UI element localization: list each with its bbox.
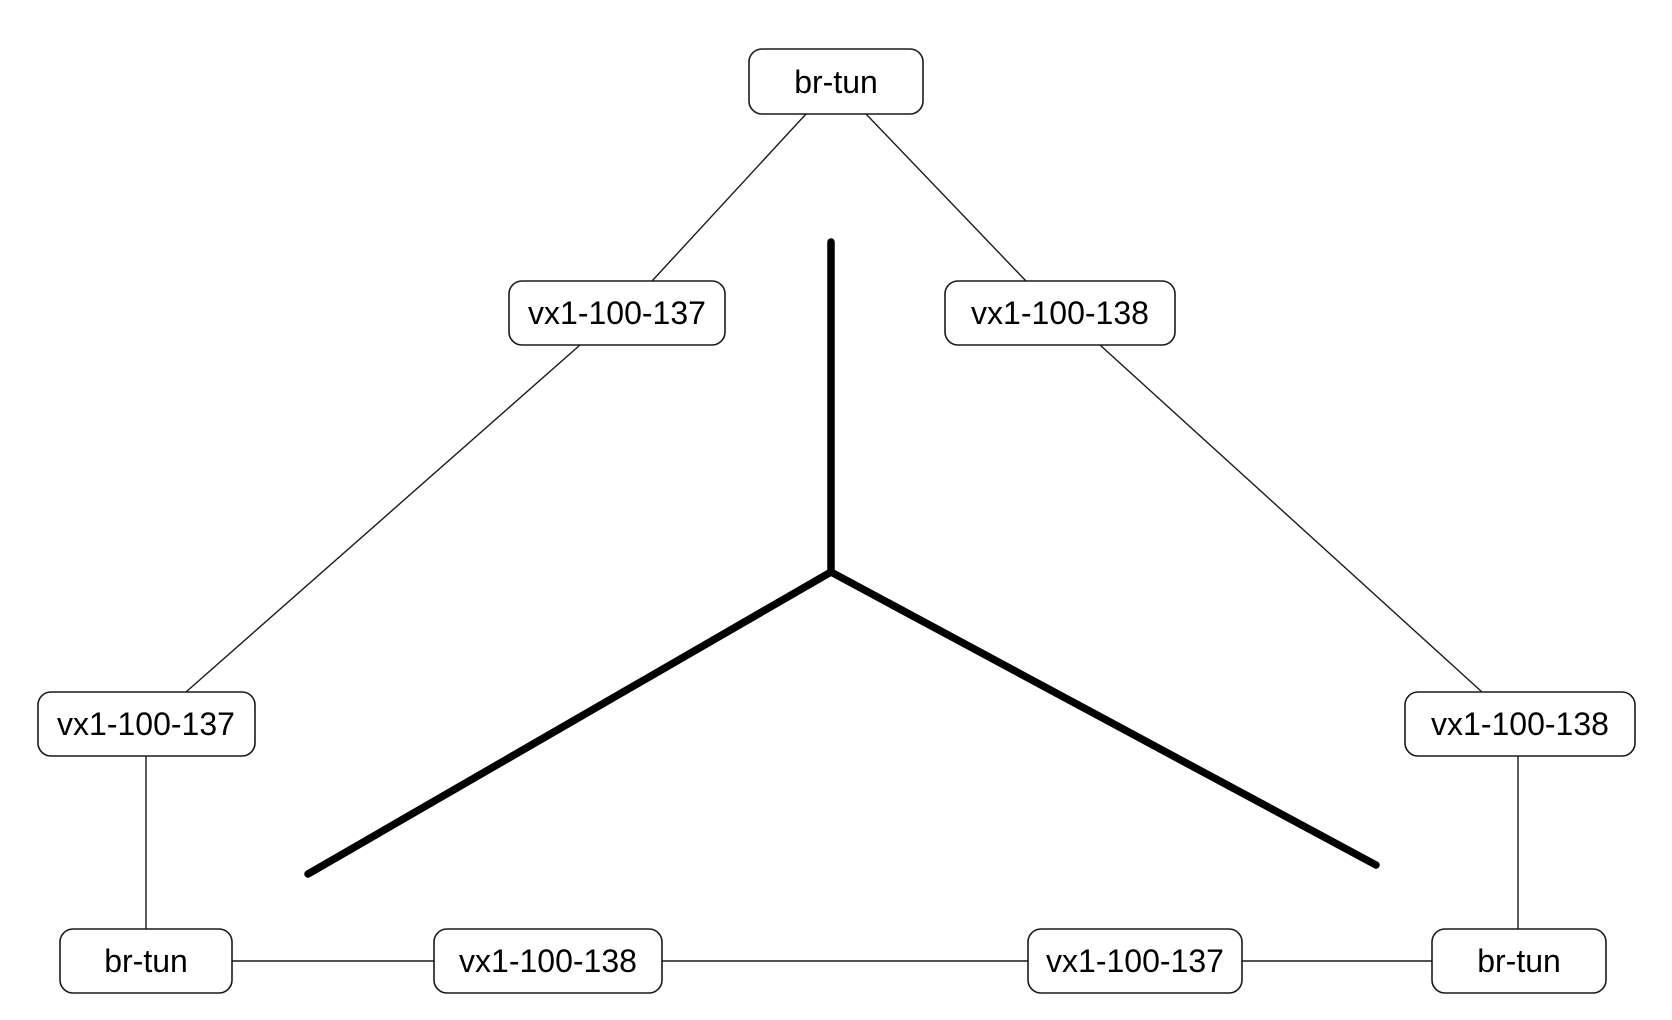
node-label: vx1-100-137 (528, 295, 706, 331)
node-top-br-tun: br-tun (748, 48, 924, 115)
node-top-vx-138: vx1-100-138 (944, 280, 1176, 346)
link-top-vx-137-to-left-vx-137 (185, 344, 581, 693)
node-right-br-tun: br-tun (1431, 928, 1607, 994)
node-label: vx1-100-138 (1431, 706, 1609, 742)
link-top-br-tun-to-top-vx-138 (865, 113, 1027, 282)
link-top-br-tun-to-top-vx-137 (651, 113, 807, 282)
node-left-vx-137: vx1-100-137 (37, 691, 256, 757)
divider-lower-arms (304, 568, 1380, 878)
node-label: vx1-100-137 (1046, 943, 1224, 979)
node-left-vx-138: vx1-100-138 (433, 928, 663, 994)
region-divider (304, 238, 1380, 878)
node-label: vx1-100-138 (459, 943, 637, 979)
node-label: vx1-100-137 (57, 706, 235, 742)
node-left-br-tun: br-tun (59, 928, 233, 994)
link-top-vx-138-to-right-vx-138 (1099, 344, 1483, 693)
node-right-vx-137: vx1-100-137 (1027, 928, 1243, 994)
node-label: vx1-100-138 (971, 295, 1149, 331)
node-label: br-tun (794, 64, 878, 100)
node-label: br-tun (1477, 943, 1561, 979)
node-right-vx-138: vx1-100-138 (1404, 691, 1636, 757)
node-top-vx-137: vx1-100-137 (508, 280, 726, 346)
node-label: br-tun (104, 943, 188, 979)
links (145, 113, 1519, 962)
